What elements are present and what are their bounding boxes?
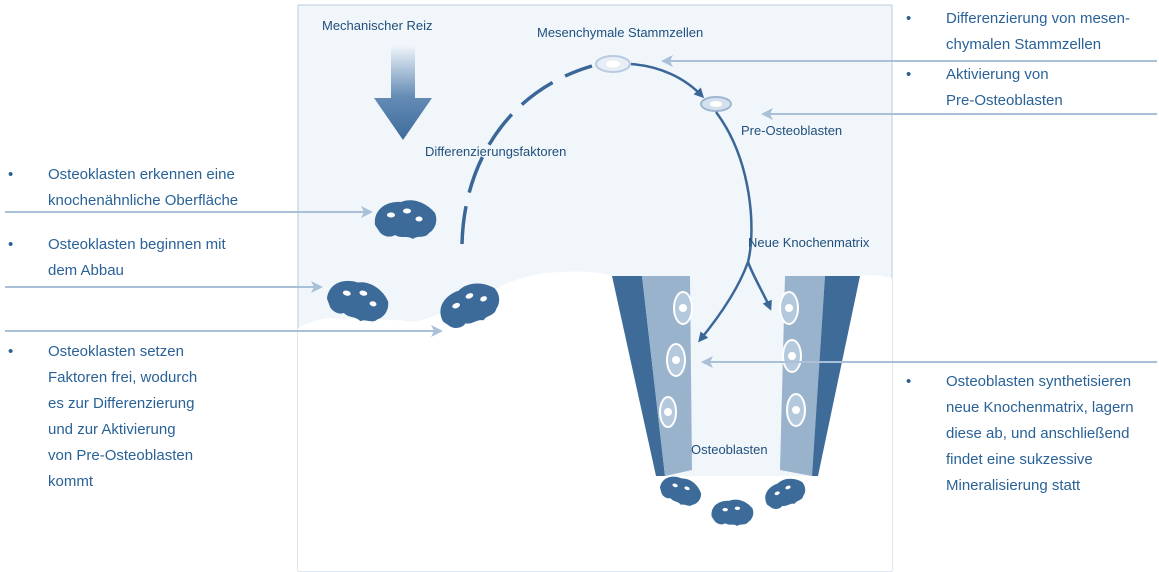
differentiation-factors-label: Differenzierungsfaktoren [425,144,566,159]
bullet: • [8,339,13,365]
note-line: Osteoklasten setzen [48,339,288,365]
note-osteoclasts-recognize: • Osteoklasten erkennen eine knochenähnl… [8,162,288,214]
bullet: • [8,162,13,188]
bullet: • [906,62,911,88]
note-line: dem Abbau [48,258,288,284]
note-line: es zur Differenzierung [48,391,288,417]
note-line: Faktoren frei, wodurch [48,365,288,391]
note-osteoblasts-synthesize: • Osteoblasten synthetisieren neue Knoch… [906,369,1156,499]
note-line: von Pre-Osteoblasten [48,443,288,469]
note-pre-osteoblast-activation: • Aktivierung von Pre-Osteoblasten [906,62,1156,114]
bullet: • [906,6,911,32]
note-line: kommt [48,469,288,495]
note-stem-cell-differentiation: • Differenzierung von mesen- chymalen St… [906,6,1156,58]
note-line: neue Knochenmatrix, lagern [946,395,1156,421]
osteoblasts-label: Osteoblasten [691,442,768,457]
note-osteoclasts-release-factors: • Osteoklasten setzen Faktoren frei, wod… [8,339,288,495]
note-osteoclasts-begin-resorption: • Osteoklasten beginnen mit dem Abbau [8,232,288,284]
note-line: Differenzierung von mesen- [946,6,1156,32]
note-line: und zur Aktivierung [48,417,288,443]
bullet: • [906,369,911,395]
note-line: Osteoklasten erkennen eine [48,162,288,188]
note-line: findet eine sukzessive [946,447,1156,473]
note-line: diese ab, und anschließend [946,421,1156,447]
note-line: Aktivierung von [946,62,1156,88]
new-bone-matrix-label: Neue Knochenmatrix [748,235,869,250]
bullet: • [8,232,13,258]
note-line: chymalen Stammzellen [946,32,1156,58]
note-line: Osteoklasten beginnen mit [48,232,288,258]
note-line: Mineralisierung statt [946,473,1156,499]
osteoclast-bottom-middle [711,500,753,526]
note-line: Pre-Osteoblasten [946,88,1156,114]
mesenchymal-stem-cells-label: Mesenchymale Stammzellen [537,25,703,40]
pre-osteoblasts-label: Pre-Osteoblasten [741,123,842,138]
mechanical-stimulus-label: Mechanischer Reiz [322,18,433,33]
note-line: knochenähnliche Oberfläche [48,188,288,214]
note-line: Osteoblasten synthetisieren [946,369,1156,395]
osteoclast-recognizing [375,200,437,239]
